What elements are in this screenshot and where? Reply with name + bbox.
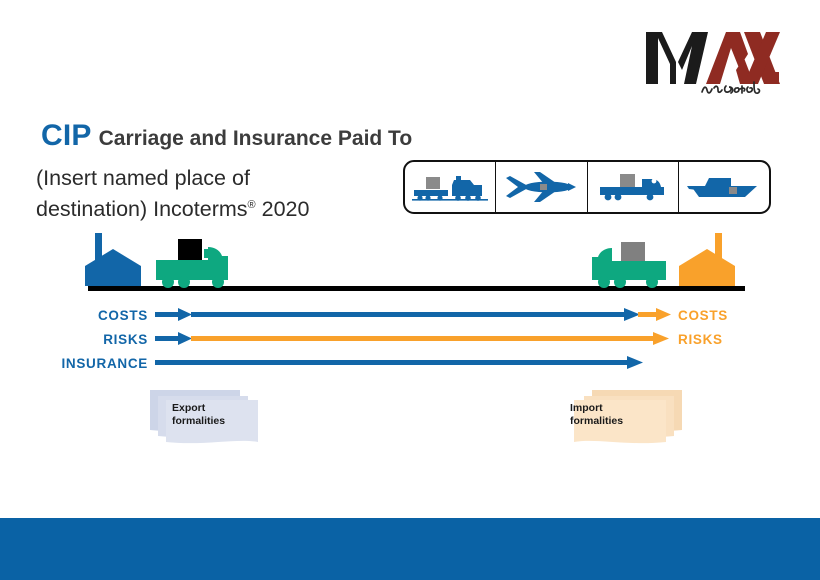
seller-factory xyxy=(85,233,141,286)
transport-modes-box xyxy=(403,160,771,214)
buyer-truck xyxy=(592,242,666,288)
risks-left-label: RISKS xyxy=(103,332,148,347)
risks-right-label: RISKS xyxy=(678,332,723,347)
ground-line xyxy=(88,286,745,291)
max-logo: MAX The Best xyxy=(640,24,785,96)
flow-row-risks: RISKS RISKS xyxy=(0,328,820,352)
incoterm-subtitle: (Insert named place of destination) Inco… xyxy=(36,165,396,223)
flow-row-costs: COSTS COSTS xyxy=(0,304,820,328)
seller-truck xyxy=(156,239,228,288)
insurance-left-label: INSURANCE xyxy=(61,356,148,371)
costs-arrow-line xyxy=(155,308,671,321)
export-formalities-stack: Export formalities xyxy=(148,388,270,446)
insurance-arrow-line xyxy=(155,356,643,369)
transport-mode-rail[interactable] xyxy=(405,162,497,212)
costs-right-label: COSTS xyxy=(678,308,729,323)
footer-band xyxy=(0,518,820,580)
subtitle-year: 2020 xyxy=(261,197,310,222)
subtitle-line-2: destination) Incoterms xyxy=(36,197,248,222)
truck-icon xyxy=(599,174,664,201)
max-logo-mark xyxy=(646,32,780,94)
export-formalities-label: Export formalities xyxy=(172,402,226,427)
subtitle-line-1: (Insert named place of xyxy=(36,166,250,190)
buyer-factory xyxy=(679,233,735,286)
registered-mark-icon: ® xyxy=(247,199,256,211)
flow-row-insurance: INSURANCE xyxy=(0,352,820,376)
ship-icon xyxy=(686,178,757,197)
export-documents-icon xyxy=(150,390,258,444)
import-documents-icon xyxy=(574,390,682,444)
risks-arrow-line xyxy=(155,332,669,345)
import-formalities-stack: Import formalities xyxy=(562,388,684,446)
transport-mode-air[interactable] xyxy=(496,162,588,212)
incoterm-title: Carriage and Insurance Paid To xyxy=(98,127,413,150)
rail-icon xyxy=(412,176,489,201)
import-formalities-label: Import formalities xyxy=(570,402,624,427)
trade-route-scene xyxy=(85,233,745,291)
incoterm-code: CIP xyxy=(41,119,92,152)
airplane-icon xyxy=(506,172,577,202)
transport-mode-sea[interactable] xyxy=(679,162,769,212)
costs-left-label: COSTS xyxy=(97,308,148,323)
transport-mode-road[interactable] xyxy=(588,162,679,212)
page-title: CIP Carriage and Insurance Paid To xyxy=(41,119,412,153)
